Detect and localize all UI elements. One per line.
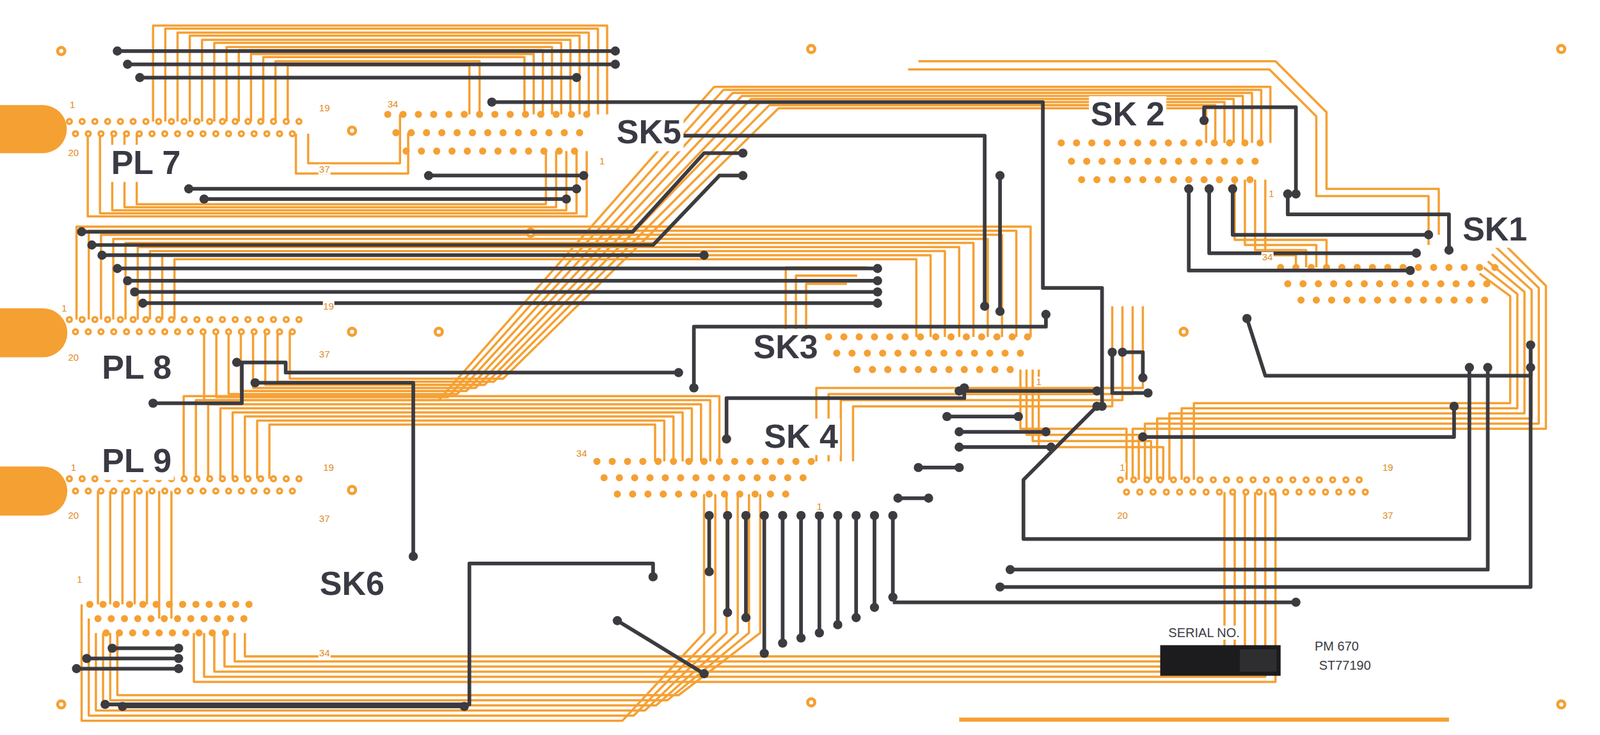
- pin-number: 1: [60, 303, 68, 315]
- pin-number: 37: [318, 349, 331, 361]
- edge-tabs: [0, 104, 68, 516]
- pin-number: 34: [318, 648, 331, 659]
- pin-number: 20: [67, 147, 80, 159]
- pin-number: 37: [318, 513, 331, 524]
- pin-number: 34: [575, 447, 588, 459]
- connector-label: SK5: [614, 114, 684, 151]
- pin-number: 20: [1116, 510, 1129, 522]
- connector-label: SK3: [751, 328, 821, 366]
- connector-label: SK1: [1460, 211, 1529, 248]
- pin-number: 19: [318, 102, 331, 114]
- board-marking: SERIAL NO.: [1166, 625, 1242, 640]
- pin-number: 20: [67, 351, 80, 363]
- serial-box-shade: [1239, 649, 1277, 672]
- solder-pads: [69, 114, 1505, 634]
- copper-tracks: [76, 25, 1547, 721]
- jumper-wires: [76, 51, 1531, 707]
- pin-number: 1: [1118, 462, 1126, 474]
- pin-number: 1: [76, 574, 83, 586]
- pin-number: 19: [1381, 462, 1395, 474]
- connector-label: PL 9: [99, 443, 174, 480]
- pin-number: 37: [1381, 510, 1395, 522]
- pin-number: 1: [69, 99, 76, 111]
- connector-label: SK6: [317, 565, 387, 602]
- pin-number: 1: [816, 500, 823, 512]
- pin-number: 1: [70, 462, 77, 474]
- pin-number: 37: [318, 164, 331, 176]
- pin-number: 34: [387, 99, 400, 111]
- connector-label: SK 4: [761, 418, 840, 455]
- pin-number: 20: [67, 510, 80, 522]
- board-marking: PM 670: [1312, 639, 1361, 654]
- pin-number: 1: [1035, 376, 1043, 388]
- edge-strip: [958, 717, 1450, 722]
- connector-label: SK 2: [1088, 95, 1167, 133]
- pin-number: 1: [1267, 188, 1275, 200]
- serial-box: [1160, 645, 1281, 677]
- pin-number: 1: [598, 156, 606, 167]
- connector-label: PL 7: [109, 145, 183, 182]
- board-marking: ST77190: [1317, 658, 1373, 673]
- pin-number: 34: [1261, 252, 1274, 263]
- connector-label: PL 8: [99, 349, 174, 386]
- jumper-ends: [71, 46, 1535, 712]
- pin-number: 19: [322, 301, 335, 313]
- pin-number: 19: [322, 462, 335, 474]
- mounting-holes: [56, 44, 1567, 710]
